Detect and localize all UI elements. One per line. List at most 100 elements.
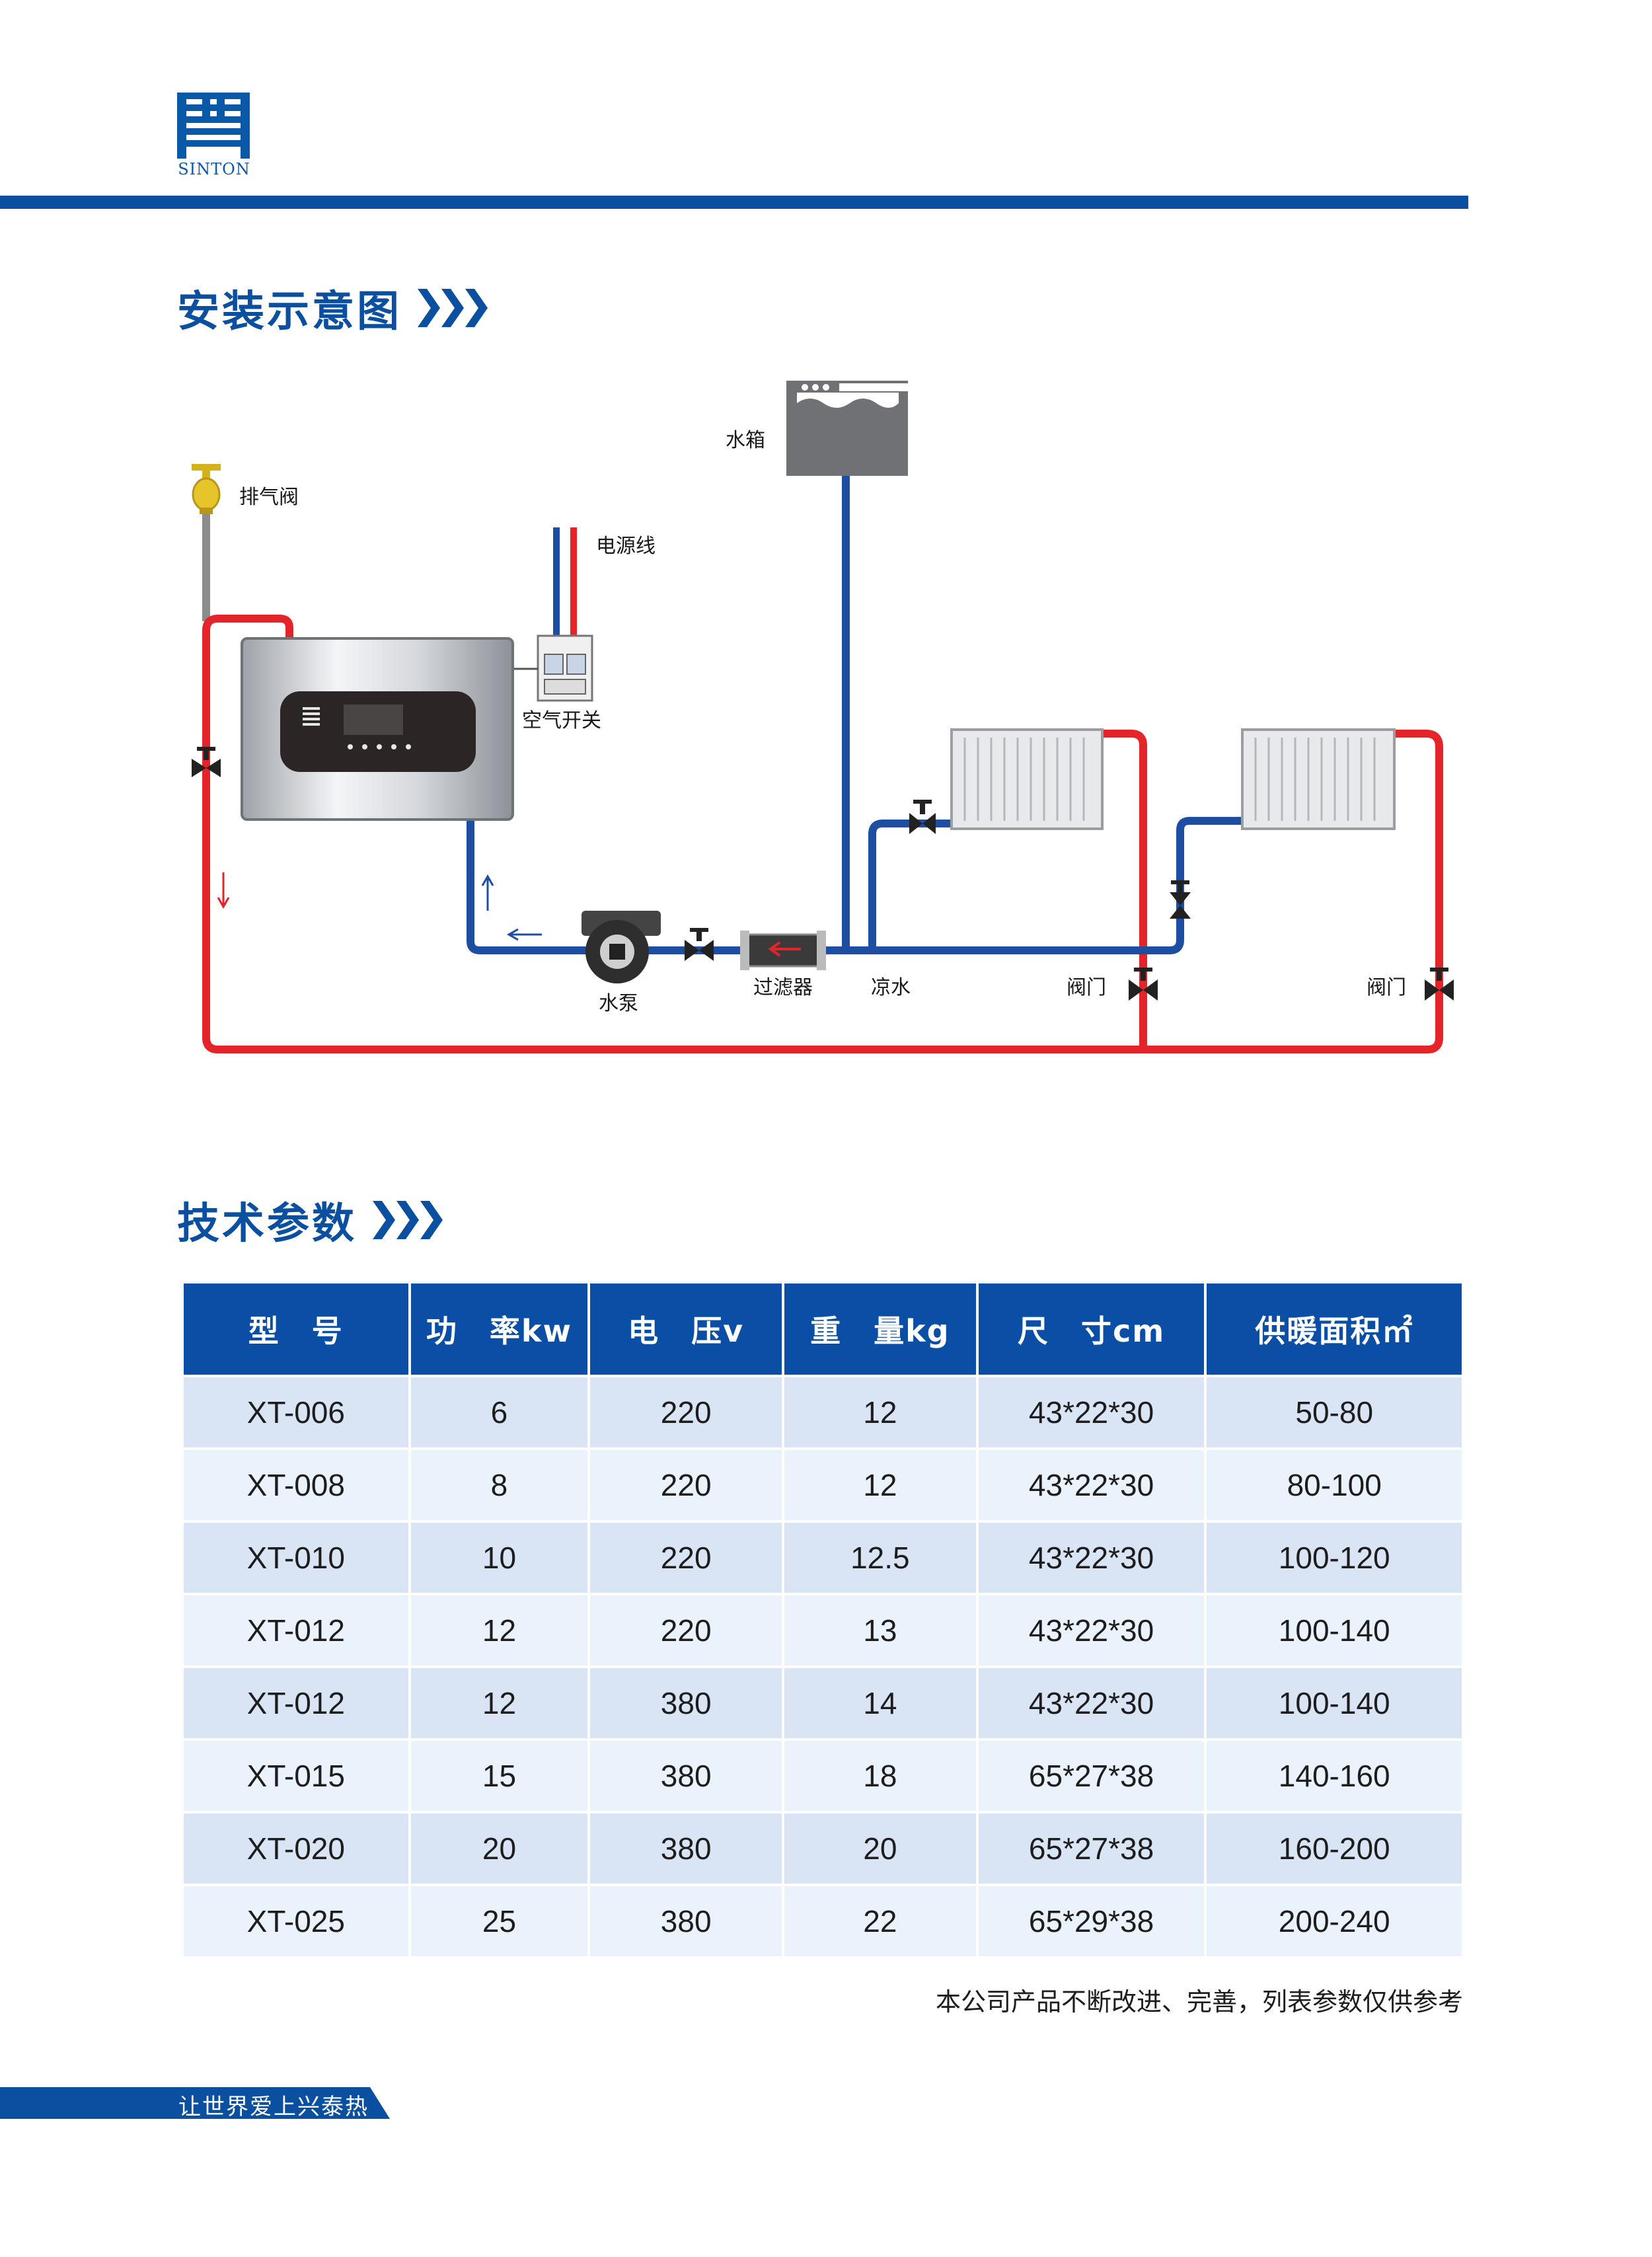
footer-band bbox=[0, 2087, 390, 2119]
cell-power: 20 bbox=[410, 1814, 588, 1884]
cell-model: XT-020 bbox=[184, 1814, 408, 1884]
cell-voltage: 220 bbox=[590, 1595, 782, 1665]
cell-size: 65*29*38 bbox=[978, 1886, 1205, 1956]
exhaust-valve-label: 排气阀 bbox=[239, 486, 299, 509]
cell-voltage: 220 bbox=[590, 1450, 782, 1520]
table-row: XT-025 25 380 22 65*29*38 200-240 bbox=[184, 1886, 1462, 1956]
cell-heating-area: 50-80 bbox=[1207, 1377, 1462, 1447]
cell-size: 43*22*30 bbox=[978, 1450, 1205, 1520]
filter-icon bbox=[740, 931, 826, 970]
cell-weight: 13 bbox=[784, 1595, 976, 1665]
cell-model: XT-025 bbox=[184, 1886, 408, 1956]
cell-model: XT-012 bbox=[184, 1595, 408, 1665]
water-tank-icon bbox=[786, 381, 908, 476]
cell-voltage: 380 bbox=[590, 1741, 782, 1811]
valve-2-icon bbox=[1425, 968, 1454, 1001]
valve-radiator-2-inlet-icon bbox=[1170, 880, 1191, 919]
header-voltage: 电 压v bbox=[590, 1283, 782, 1375]
cell-weight: 12 bbox=[784, 1377, 976, 1447]
footer-slogan: 让世界爱上兴泰热 bbox=[178, 2094, 369, 2120]
table-row: XT-012 12 220 13 43*22*30 100-140 bbox=[184, 1595, 1462, 1665]
header-size: 尺 寸cm bbox=[978, 1283, 1205, 1375]
header-power: 功 率kw bbox=[410, 1283, 588, 1375]
valve-1-label: 阀门 bbox=[1067, 976, 1106, 999]
cell-power: 25 bbox=[410, 1886, 588, 1956]
air-switch-icon bbox=[537, 634, 593, 702]
logo-text: SINTON bbox=[178, 160, 250, 178]
installation-diagram: 排气阀 电源线 空气开关 bbox=[192, 381, 1454, 1053]
cell-power: 10 bbox=[410, 1523, 588, 1593]
water-pump-icon bbox=[582, 911, 661, 983]
cell-weight: 12.5 bbox=[784, 1523, 976, 1593]
install-title-text: 安装示意图 bbox=[177, 287, 402, 336]
cold-pipe-return bbox=[467, 817, 1242, 954]
cell-voltage: 380 bbox=[590, 1886, 782, 1956]
spec-title-text: 技术参数 bbox=[177, 1200, 357, 1248]
table-header-row: 型 号 功 率kw 电 压v 重 量kg 尺 寸cm 供暖面积㎡ bbox=[184, 1283, 1462, 1375]
sinton-logo bbox=[177, 93, 250, 159]
chevrons-icon bbox=[418, 289, 488, 327]
pump-label: 水泵 bbox=[599, 992, 638, 1015]
spec-section-title: 技术参数 bbox=[177, 1190, 445, 1250]
radiator-1-icon bbox=[950, 728, 1104, 830]
disclaimer-note: 本公司产品不断改进、完善，列表参数仅供参考 bbox=[935, 1987, 1463, 2016]
cell-power: 12 bbox=[410, 1595, 588, 1665]
header-weight: 重 量kg bbox=[784, 1283, 976, 1375]
valve-1-icon bbox=[1129, 968, 1158, 1001]
cell-heating-area: 100-140 bbox=[1207, 1595, 1462, 1665]
cell-voltage: 380 bbox=[590, 1668, 782, 1738]
exhaust-valve-icon bbox=[192, 464, 221, 514]
header-model: 型 号 bbox=[184, 1283, 408, 1375]
cell-model: XT-010 bbox=[184, 1523, 408, 1593]
filter-label: 过滤器 bbox=[753, 976, 813, 999]
chevrons-icon bbox=[373, 1201, 443, 1239]
cell-size: 43*22*30 bbox=[978, 1668, 1205, 1738]
flow-arrow-left bbox=[506, 928, 542, 941]
cell-size: 65*27*38 bbox=[978, 1814, 1205, 1884]
cell-heating-area: 160-200 bbox=[1207, 1814, 1462, 1884]
cell-model: XT-006 bbox=[184, 1377, 408, 1447]
cell-size: 43*22*30 bbox=[978, 1523, 1205, 1593]
table-row: XT-015 15 380 18 65*27*38 140-160 bbox=[184, 1741, 1462, 1811]
cell-power: 8 bbox=[410, 1450, 588, 1520]
boiler-unit bbox=[241, 637, 514, 821]
cell-weight: 14 bbox=[784, 1668, 976, 1738]
valve-radiator-1-inlet-icon bbox=[909, 800, 936, 834]
cell-heating-area: 200-240 bbox=[1207, 1886, 1462, 1956]
valve-2-label: 阀门 bbox=[1367, 976, 1406, 999]
hot-pipe-radiator-1 bbox=[1102, 730, 1147, 1050]
cell-model: XT-008 bbox=[184, 1450, 408, 1520]
cell-size: 43*22*30 bbox=[978, 1595, 1205, 1665]
cell-voltage: 380 bbox=[590, 1814, 782, 1884]
cell-voltage: 220 bbox=[590, 1523, 782, 1593]
table-row: XT-010 10 220 12.5 43*22*30 100-120 bbox=[184, 1523, 1462, 1593]
cell-voltage: 220 bbox=[590, 1377, 782, 1447]
header-bar bbox=[0, 196, 1468, 209]
cell-weight: 22 bbox=[784, 1886, 976, 1956]
water-tank-label: 水箱 bbox=[726, 429, 765, 452]
cell-size: 43*22*30 bbox=[978, 1377, 1205, 1447]
cold-water-label: 凉水 bbox=[871, 976, 911, 999]
table-row: XT-006 6 220 12 43*22*30 50-80 bbox=[184, 1377, 1462, 1447]
power-line-label: 电源线 bbox=[596, 535, 656, 558]
install-section-title: 安装示意图 bbox=[177, 278, 490, 338]
cold-pipe-radiator-1 bbox=[868, 820, 952, 950]
header-heating-area: 供暖面积㎡ bbox=[1207, 1283, 1462, 1375]
air-switch-label: 空气开关 bbox=[522, 709, 601, 732]
cell-power: 6 bbox=[410, 1377, 588, 1447]
cell-power: 12 bbox=[410, 1668, 588, 1738]
flow-arrow-up bbox=[481, 874, 494, 911]
cell-heating-area: 100-140 bbox=[1207, 1668, 1462, 1738]
cell-heating-area: 140-160 bbox=[1207, 1741, 1462, 1811]
flow-arrow-down bbox=[217, 872, 230, 909]
table-row: XT-012 12 380 14 43*22*30 100-140 bbox=[184, 1668, 1462, 1738]
cell-weight: 12 bbox=[784, 1450, 976, 1520]
radiator-2-icon bbox=[1241, 728, 1396, 830]
cell-heating-area: 80-100 bbox=[1207, 1450, 1462, 1520]
cell-model: XT-012 bbox=[184, 1668, 408, 1738]
cell-size: 65*27*38 bbox=[978, 1741, 1205, 1811]
cell-model: XT-015 bbox=[184, 1741, 408, 1811]
cell-weight: 20 bbox=[784, 1814, 976, 1884]
valve-left-icon bbox=[192, 747, 221, 777]
valve-pump-icon bbox=[685, 928, 714, 961]
